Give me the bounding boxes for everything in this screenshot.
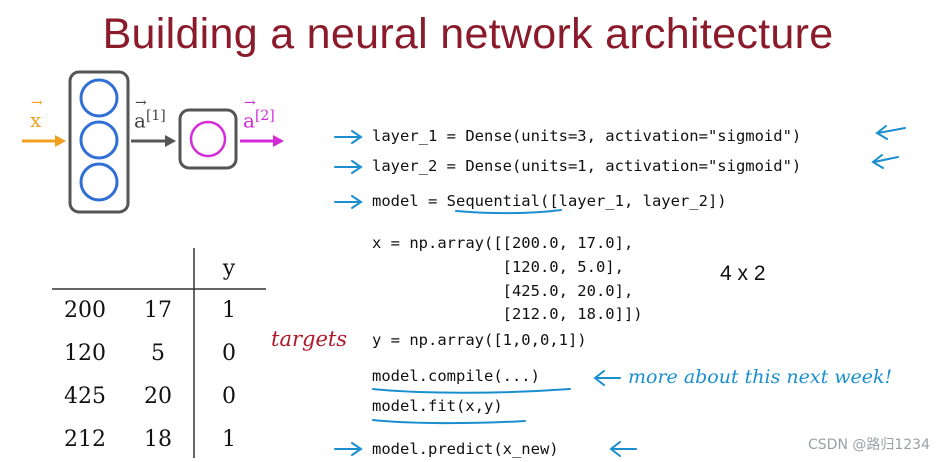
table-cell: 212: [64, 427, 106, 452]
code-y: y = np.array([1,0,0,1]): [372, 331, 587, 349]
code-compile: model.compile(...): [372, 367, 540, 385]
next-week-annotation: more about this next week!: [628, 366, 893, 388]
table-cell: 0: [222, 341, 236, 366]
arrow-mark-line1: [334, 130, 363, 144]
table-cell: 18: [144, 427, 172, 452]
table-cell: 0: [222, 384, 236, 409]
output-arrowhead: [273, 135, 284, 147]
code-layer-1: layer_1 = Dense(units=3, activation="sig…: [372, 127, 802, 145]
underline-sequential: [455, 209, 562, 215]
table-cell: 1: [222, 427, 236, 452]
code-x-line-3: [425.0, 20.0],: [372, 282, 634, 300]
watermark: CSDN @路归1234: [808, 437, 930, 453]
table-cell: 20: [144, 384, 172, 409]
table-cell: 120: [64, 341, 106, 366]
input-label: → x: [30, 95, 43, 132]
back-arrow-line2: [871, 154, 899, 169]
table-cell: 425: [64, 384, 106, 409]
code-model: model = Sequential([layer_1, layer_2]): [372, 192, 727, 210]
back-arrow-predict: [609, 441, 637, 457]
hidden-layer-box: [68, 70, 130, 214]
hidden-arrowhead: [165, 135, 176, 147]
output-activation-label: → a[2]: [243, 95, 275, 133]
hidden-neuron-1: [79, 78, 119, 118]
arrow-mark-line3: [334, 195, 363, 209]
input-arrowhead: [55, 135, 66, 147]
back-arrow-compile: [593, 370, 621, 386]
targets-annotation: targets: [271, 327, 348, 351]
table-cell: 5: [151, 341, 165, 366]
arrow-mark-line2: [334, 160, 363, 174]
code-fit: model.fit(x,y): [372, 397, 503, 415]
arrow-mark-predict: [334, 442, 363, 456]
code-sequential-keyword: Sequential: [446, 192, 540, 210]
code-x-line-2: [120.0, 5.0],: [372, 258, 624, 276]
code-x-line-4: [212.0, 18.0]]): [372, 305, 643, 323]
back-arrow-line1: [875, 125, 906, 140]
table-cell: 1: [222, 298, 236, 323]
output-neuron: [189, 120, 227, 158]
table-cell: 200: [64, 298, 106, 323]
hidden-neuron-2: [79, 120, 119, 160]
hidden-activation-label: → a[1]: [134, 95, 166, 133]
underline-compile: [372, 388, 571, 394]
slide-title: Building a neural network architecture: [102, 10, 834, 58]
shape-label: 4 x 2: [720, 262, 766, 285]
underline-fit: [372, 419, 526, 425]
code-layer-2: layer_2 = Dense(units=1, activation="sig…: [372, 157, 802, 175]
code-predict: model.predict(x_new): [372, 440, 559, 458]
code-x-line-1: x = np.array([[200.0, 17.0],: [372, 234, 634, 252]
output-layer-box: [178, 108, 238, 170]
table-header-y: y: [222, 256, 236, 281]
hidden-neuron-3: [79, 162, 119, 202]
table-cell: 17: [144, 298, 172, 323]
